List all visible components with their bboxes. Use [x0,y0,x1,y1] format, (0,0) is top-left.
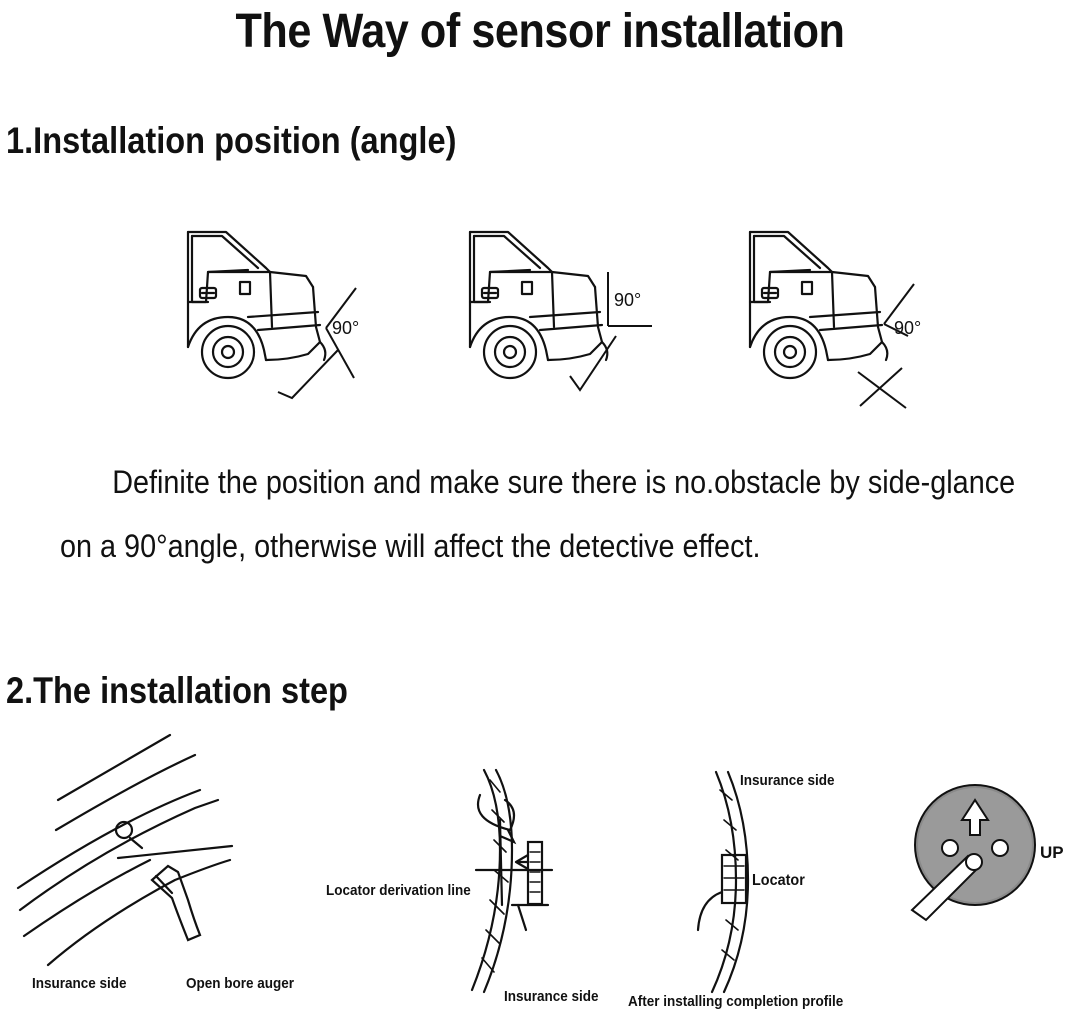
installation-description: Definite the position and make sure ther… [60,450,1016,578]
label-insurance-side-1: Insurance side [32,975,127,992]
section-heading-installation-position: 1.Installation position (angle) [6,120,457,161]
sensor-up-orientation [910,784,1036,922]
label-locator: Locator [752,872,805,889]
step3-after-install-profile [696,770,750,994]
angle-label-2: 90° [614,290,642,310]
step2-locator-derivation [470,768,554,994]
label-locator-derivation-line: Locator derivation line [326,882,471,899]
label-insurance-side-2: Insurance side [504,988,599,1005]
car-diagram-1 [186,230,357,400]
car-diagram-2 [468,230,652,392]
section-heading-installation-step: 2.The installation step [6,670,348,711]
angle-label-1: 90° [332,318,360,338]
description-line-1: Definite the position and make sure ther… [112,464,1016,500]
label-up: UP [1040,843,1064,862]
description-line-2: on a 90°angle, otherwise will affect the… [60,528,761,564]
step1-bumper-drilling [16,733,234,967]
car-diagram-3 [748,230,915,409]
page-title: The Way of sensor installation [235,5,845,58]
label-insurance-side-3: Insurance side [740,772,835,789]
angle-label-3: 90° [894,318,922,338]
label-after-installing: After installing completion profile [628,993,844,1010]
label-open-bore-auger: Open bore auger [186,975,295,992]
